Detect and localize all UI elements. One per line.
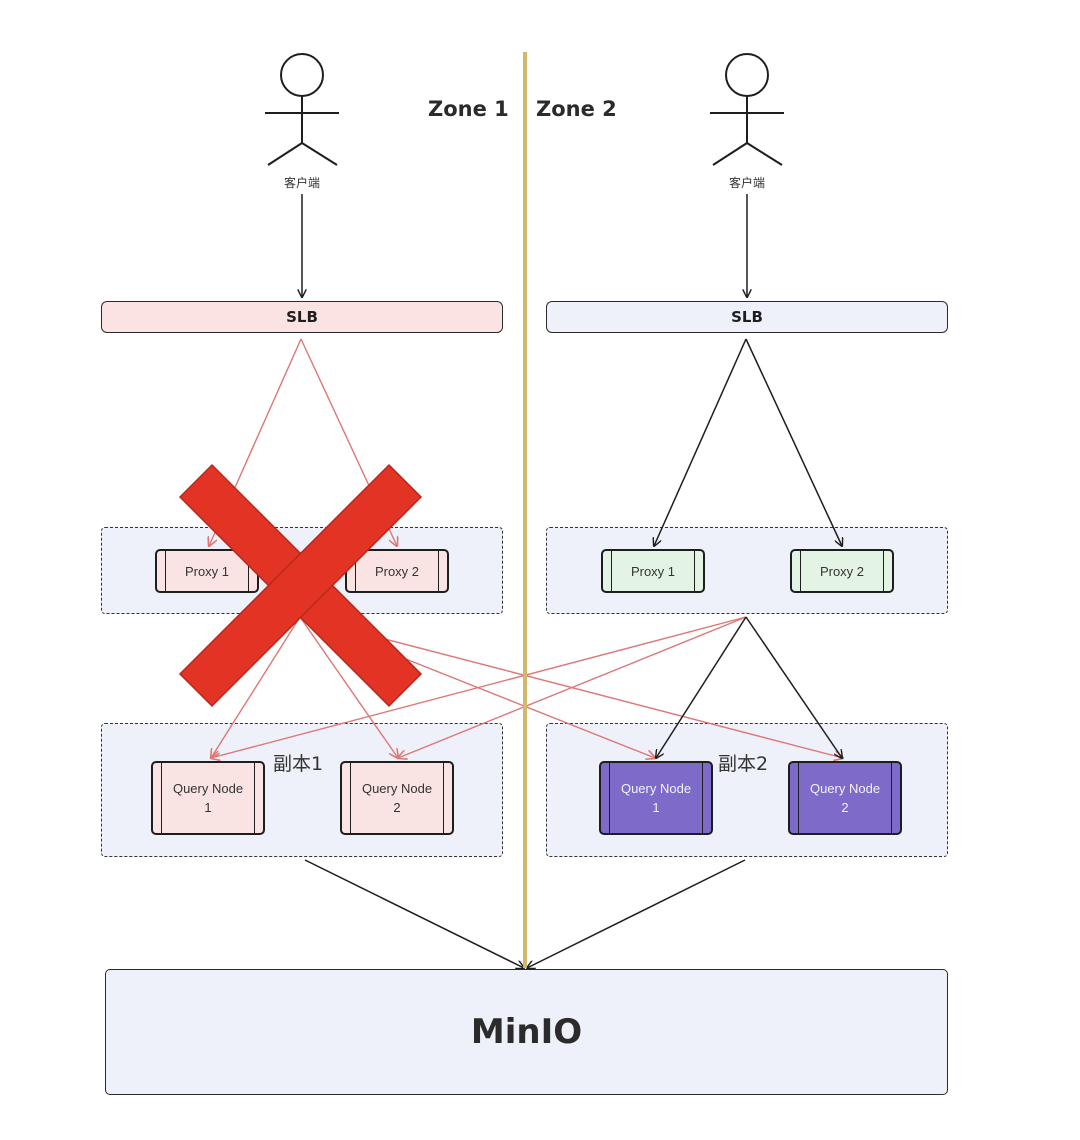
right-proxy-2: Proxy 2 [790, 549, 894, 593]
cross-mark-icon [178, 463, 423, 708]
right-client-label: 客户端 [728, 176, 765, 190]
zone-2-label: Zone 2 [536, 97, 617, 121]
person-icon [710, 53, 784, 166]
right-proxy-1: Proxy 1 [601, 549, 705, 593]
left-replica-label: 副本1 [273, 753, 324, 775]
right-replica-label: 副本2 [718, 753, 769, 775]
left-client-label: 客户端 [283, 176, 320, 190]
left-slb: SLB [101, 301, 503, 333]
minio-storage: MinIO [105, 969, 948, 1095]
zone-1-label: Zone 1 [428, 97, 509, 121]
left-query-node-2: Query Node 2 [340, 761, 454, 835]
right-query-node-2: Query Node 2 [788, 761, 902, 835]
left-proxy-2: Proxy 2 [345, 549, 449, 593]
right-query-node-1: Query Node 1 [599, 761, 713, 835]
person-icon [265, 53, 339, 166]
left-query-node-1: Query Node 1 [151, 761, 265, 835]
right-slb: SLB [546, 301, 948, 333]
